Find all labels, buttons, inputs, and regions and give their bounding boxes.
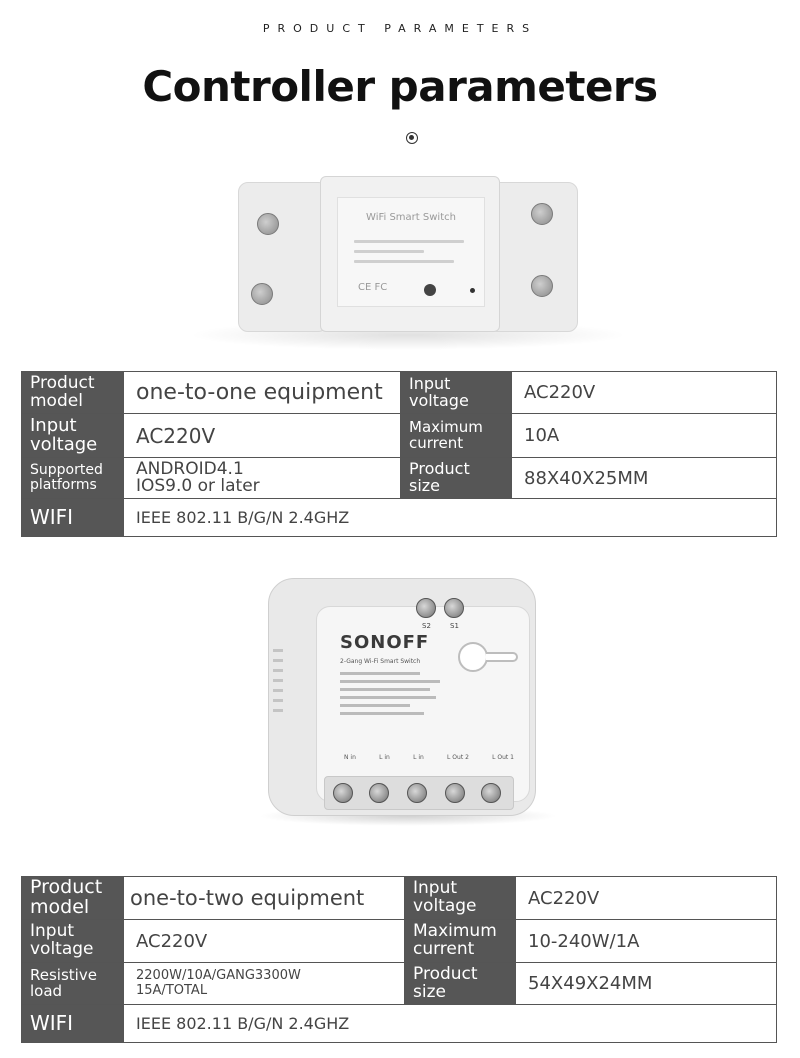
terminal-block [324, 776, 514, 810]
bullet-icon [406, 132, 418, 144]
device-label: WiFi Smart Switch [366, 212, 456, 223]
vent [273, 709, 283, 712]
screw-icon [369, 783, 389, 803]
table-value: AC220V [515, 876, 777, 920]
text-line [340, 672, 420, 675]
table-key: Input voltage [404, 876, 516, 920]
text-line [354, 240, 464, 243]
table-value: AC220V [511, 371, 777, 414]
terminal-label: L Out 1 [492, 754, 514, 761]
spec-table-dual: Product model one-to-two equipment Input… [21, 876, 777, 1043]
text-line [340, 712, 424, 715]
table-key: Resistive load [21, 962, 124, 1005]
table-row: Product model one-to-one equipment Input… [21, 371, 777, 414]
terminal-label: L in [379, 754, 390, 761]
table-value: AC220V [123, 413, 401, 458]
text-line [340, 680, 440, 683]
product-image-dual: S2 S1 SONOFF 2-Gang Wi-Fi Smart Switch N… [258, 578, 558, 828]
platform-line: ANDROID4.1 [136, 459, 244, 479]
screw-icon [257, 213, 279, 235]
input-label-s1: S1 [450, 622, 459, 630]
table-key: WIFI [21, 498, 124, 537]
table-key: Supported platforms [21, 457, 124, 499]
vent [273, 649, 283, 652]
button-icon [424, 284, 436, 296]
table-row: WIFI IEEE 802.11 B/G/N 2.4GHZ [21, 1004, 777, 1043]
table-key: Maximum current [400, 413, 512, 458]
vent [273, 659, 283, 662]
table-value: AC220V [123, 919, 405, 963]
vent [273, 699, 283, 702]
table-key: Maximum current [404, 919, 516, 963]
table-row: WIFI IEEE 802.11 B/G/N 2.4GHZ [21, 498, 777, 537]
table-key: Input voltage [21, 413, 124, 458]
terminal-label: L Out 2 [447, 754, 469, 761]
screw-icon [416, 598, 436, 618]
screw-icon [444, 598, 464, 618]
table-value: one-to-one equipment [123, 371, 401, 414]
screw-icon [407, 783, 427, 803]
page-title: Controller parameters [142, 62, 658, 111]
load-line: 15A/TOTAL [136, 982, 208, 998]
table-key: Product model [21, 876, 124, 920]
section-kicker: PRODUCT PARAMETERS [262, 22, 538, 35]
terminal-label: N in [344, 754, 356, 761]
screw-icon [333, 783, 353, 803]
load-line: 2200W/10A/GANG3300W [136, 968, 301, 984]
mount-tab-left [238, 182, 328, 332]
text-line [340, 688, 430, 691]
table-key: Product size [404, 962, 516, 1005]
text-line [340, 704, 410, 707]
terminal-label: L in [413, 754, 424, 761]
table-value: one-to-two equipment [123, 876, 405, 920]
table-key: Input voltage [400, 371, 512, 414]
vent [273, 669, 283, 672]
switch-body: WiFi Smart Switch CE FC [320, 176, 500, 332]
table-row: Input voltage AC220V Maximum current 10-… [21, 919, 777, 963]
table-value: 2200W/10A/GANG3300W 15A/TOTAL [123, 962, 405, 1005]
product-image-single: WiFi Smart Switch CE FC [188, 170, 628, 350]
spec-table-single: Product model one-to-one equipment Input… [21, 371, 777, 537]
vent [273, 679, 283, 682]
vent [273, 689, 283, 692]
pair-button-icon [458, 642, 488, 672]
pair-button-stem [486, 652, 518, 662]
table-row: Supported platforms ANDROID4.1 IOS9.0 or… [21, 457, 777, 499]
cert-marks: CE FC [358, 282, 388, 293]
screw-icon [531, 203, 553, 225]
text-line [354, 260, 454, 263]
text-line [340, 696, 436, 699]
table-value: IEEE 802.11 B/G/N 2.4GHZ [123, 1004, 777, 1043]
screw-icon [251, 283, 273, 305]
table-key: Product size [400, 457, 512, 499]
text-line [354, 250, 424, 253]
platform-line: IOS9.0 or later [136, 476, 260, 496]
label-panel: WiFi Smart Switch CE FC [337, 197, 485, 307]
table-value: 88X40X25MM [511, 457, 777, 499]
table-key: Product model [21, 371, 124, 414]
mount-tab-right [488, 182, 578, 332]
screw-icon [531, 275, 553, 297]
terminal-labels: N in L in L in L Out 2 L Out 1 [344, 754, 514, 761]
brand-logo: SONOFF [340, 632, 430, 653]
table-key: WIFI [21, 1004, 124, 1043]
device-label: 2-Gang Wi-Fi Smart Switch [340, 658, 421, 665]
input-label-s2: S2 [422, 622, 431, 630]
table-value: ANDROID4.1 IOS9.0 or later [123, 457, 401, 499]
screw-icon [445, 783, 465, 803]
screw-icon [481, 783, 501, 803]
table-value: 10-240W/1A [515, 919, 777, 963]
table-value: 10A [511, 413, 777, 458]
table-row: Resistive load 2200W/10A/GANG3300W 15A/T… [21, 962, 777, 1005]
table-value: IEEE 802.11 B/G/N 2.4GHZ [123, 498, 777, 537]
table-row: Product model one-to-two equipment Input… [21, 876, 777, 920]
table-key: Input voltage [21, 919, 124, 963]
led-icon [470, 288, 475, 293]
table-value: 54X49X24MM [515, 962, 777, 1005]
table-row: Input voltage AC220V Maximum current 10A [21, 413, 777, 458]
